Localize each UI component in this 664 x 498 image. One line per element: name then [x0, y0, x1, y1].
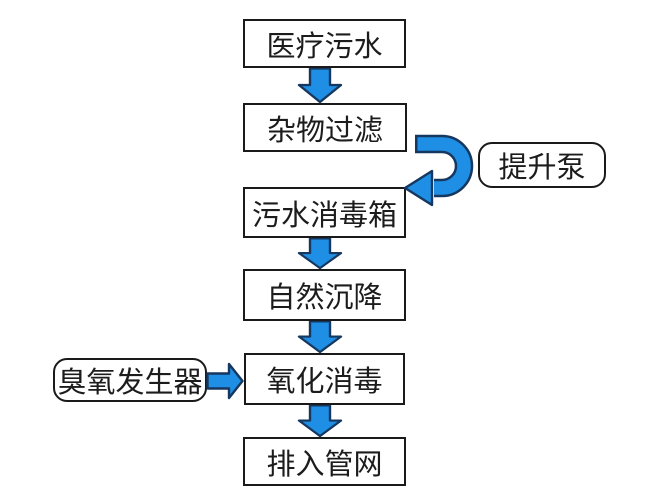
node-medical-sewage: 医疗污水 — [243, 19, 406, 68]
arrow-right-icon — [206, 362, 244, 400]
node-debris-filter: 杂物过滤 — [243, 103, 407, 152]
arrow-down-icon — [297, 321, 343, 353]
node-label: 自然沉降 — [266, 282, 383, 314]
node-natural-sedimentation: 自然沉降 — [243, 269, 406, 321]
arrow-uturn-icon — [403, 134, 474, 207]
arrow-down-icon — [297, 68, 343, 103]
node-label: 污水消毒箱 — [251, 199, 397, 232]
node-lift-pump: 提升泵 — [478, 142, 606, 188]
node-label: 氧化消毒 — [266, 366, 383, 398]
node-oxidation-disinfection: 氧化消毒 — [244, 353, 405, 405]
node-ozone-generator: 臭氧发生器 — [53, 358, 207, 402]
node-label: 提升泵 — [498, 152, 586, 184]
node-sewage-disinfection-tank: 污水消毒箱 — [243, 187, 406, 238]
node-label: 排入管网 — [266, 448, 383, 481]
node-label: 臭氧发生器 — [57, 367, 203, 399]
node-label: 杂物过滤 — [266, 114, 383, 147]
node-label: 医疗污水 — [266, 30, 383, 63]
node-discharge-pipe-network: 排入管网 — [243, 437, 406, 486]
arrow-down-icon — [297, 405, 343, 437]
arrow-down-icon — [297, 238, 343, 269]
